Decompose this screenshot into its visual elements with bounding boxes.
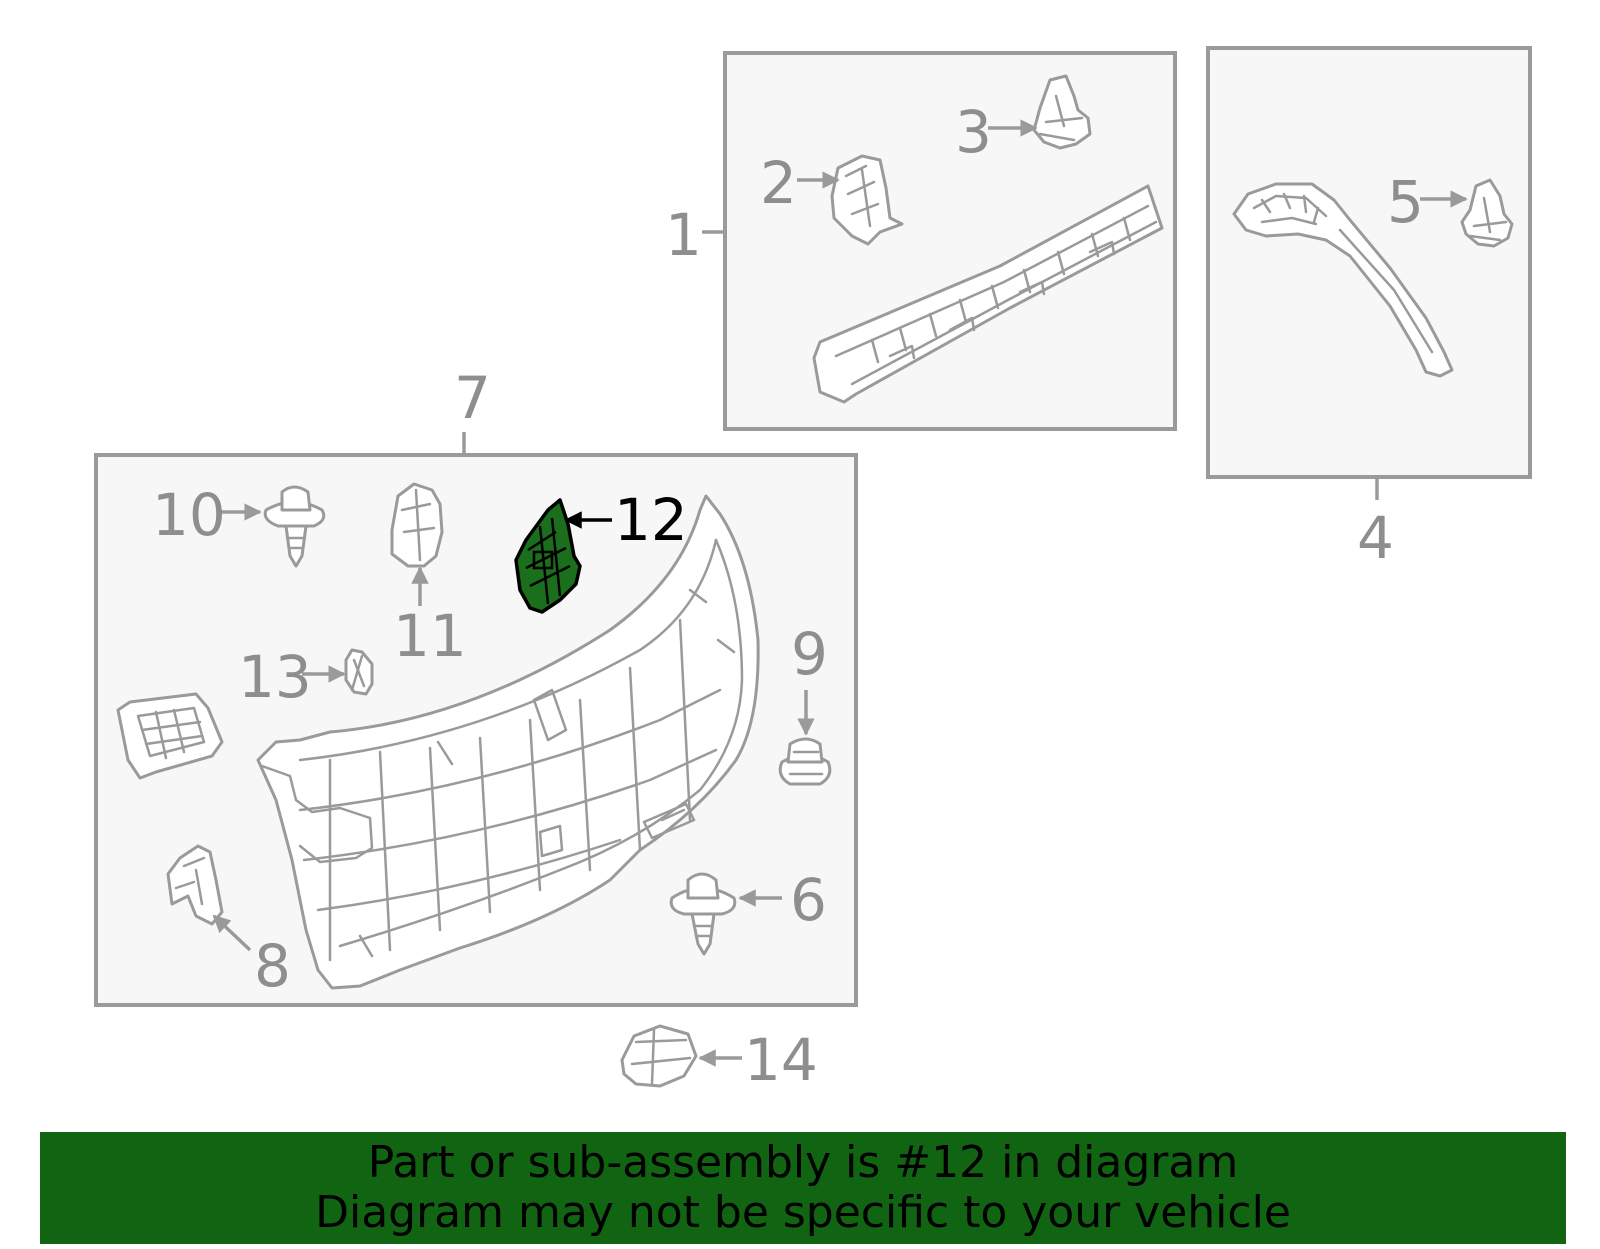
part-7-liftgate-trim-panel[interactable] <box>256 494 760 990</box>
part-12-highlighted-bracket[interactable] <box>514 498 582 614</box>
part-4-pillar-trim[interactable] <box>1232 182 1454 378</box>
callout-6[interactable]: 6 <box>790 866 827 934</box>
part-1-upper-trim-panel[interactable] <box>812 184 1164 404</box>
assembly-box-1: 1 2 3 <box>665 51 1177 431</box>
callout-8[interactable]: 8 <box>254 932 291 1000</box>
assembly-box-4: 4 5 <box>1206 46 1532 572</box>
part-10-push-pin[interactable] <box>263 485 326 568</box>
callout-10[interactable]: 10 <box>152 481 226 549</box>
callout-7[interactable]: 7 <box>454 364 491 432</box>
part-3-clip[interactable] <box>1032 74 1092 150</box>
callout-5[interactable]: 5 <box>1387 168 1424 236</box>
callout-11[interactable]: 11 <box>393 602 467 670</box>
part-8-clip[interactable] <box>166 844 224 926</box>
callout-13[interactable]: 13 <box>238 643 312 711</box>
banner-line-2: Diagram may not be specific to your vehi… <box>315 1187 1291 1238</box>
callout-9[interactable]: 9 <box>791 620 828 688</box>
part-11-clip[interactable] <box>390 482 444 568</box>
callout-1[interactable]: 1 <box>665 201 702 269</box>
banner-line-1: Part or sub-assembly is #12 in diagram <box>367 1137 1239 1188</box>
part-13-small-clip[interactable] <box>344 648 374 696</box>
info-banner: Part or sub-assembly is #12 in diagram D… <box>40 1132 1566 1244</box>
callout-3[interactable]: 3 <box>955 98 992 166</box>
part-5-clip[interactable] <box>1460 178 1514 248</box>
callout-2[interactable]: 2 <box>760 149 797 217</box>
vent-bracket[interactable] <box>116 692 224 780</box>
part-6-push-pin[interactable] <box>669 872 737 956</box>
part-14-cap[interactable] <box>620 1024 698 1088</box>
part-2-clip[interactable] <box>830 154 904 246</box>
callout-14[interactable]: 14 <box>744 1026 818 1094</box>
part-9-grommet[interactable] <box>778 737 832 786</box>
callout-12[interactable]: 12 <box>614 486 688 554</box>
callout-4[interactable]: 4 <box>1357 504 1394 572</box>
assembly-box-7: 7 10 11 <box>94 364 858 1007</box>
